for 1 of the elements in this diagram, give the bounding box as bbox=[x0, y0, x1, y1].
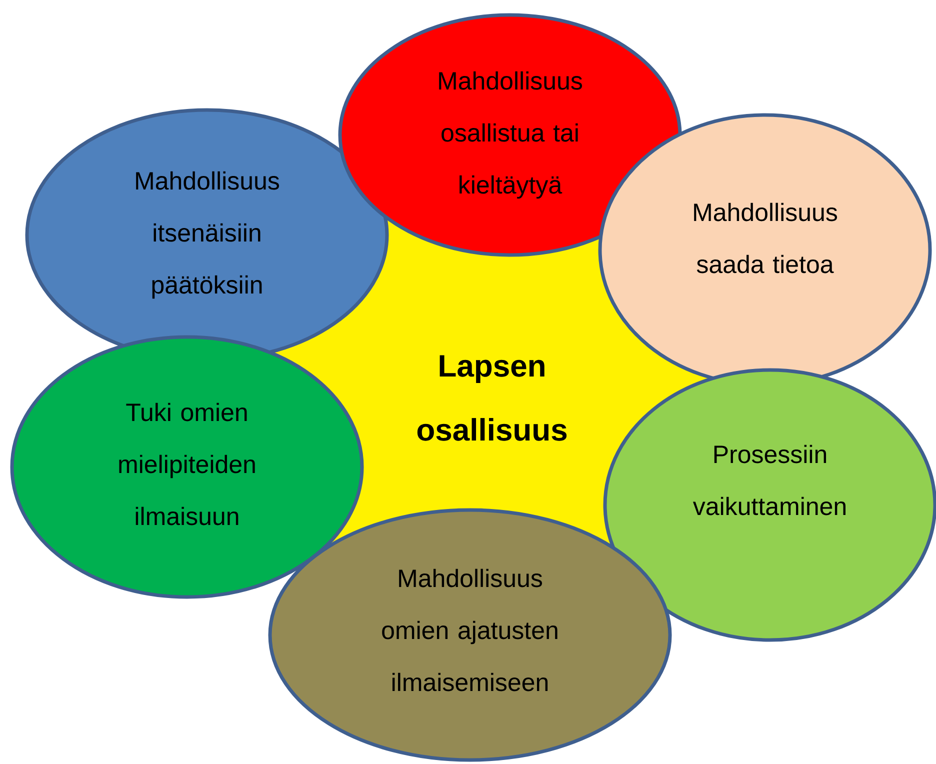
center-label: Lapsen osallisuus bbox=[417, 355, 567, 441]
